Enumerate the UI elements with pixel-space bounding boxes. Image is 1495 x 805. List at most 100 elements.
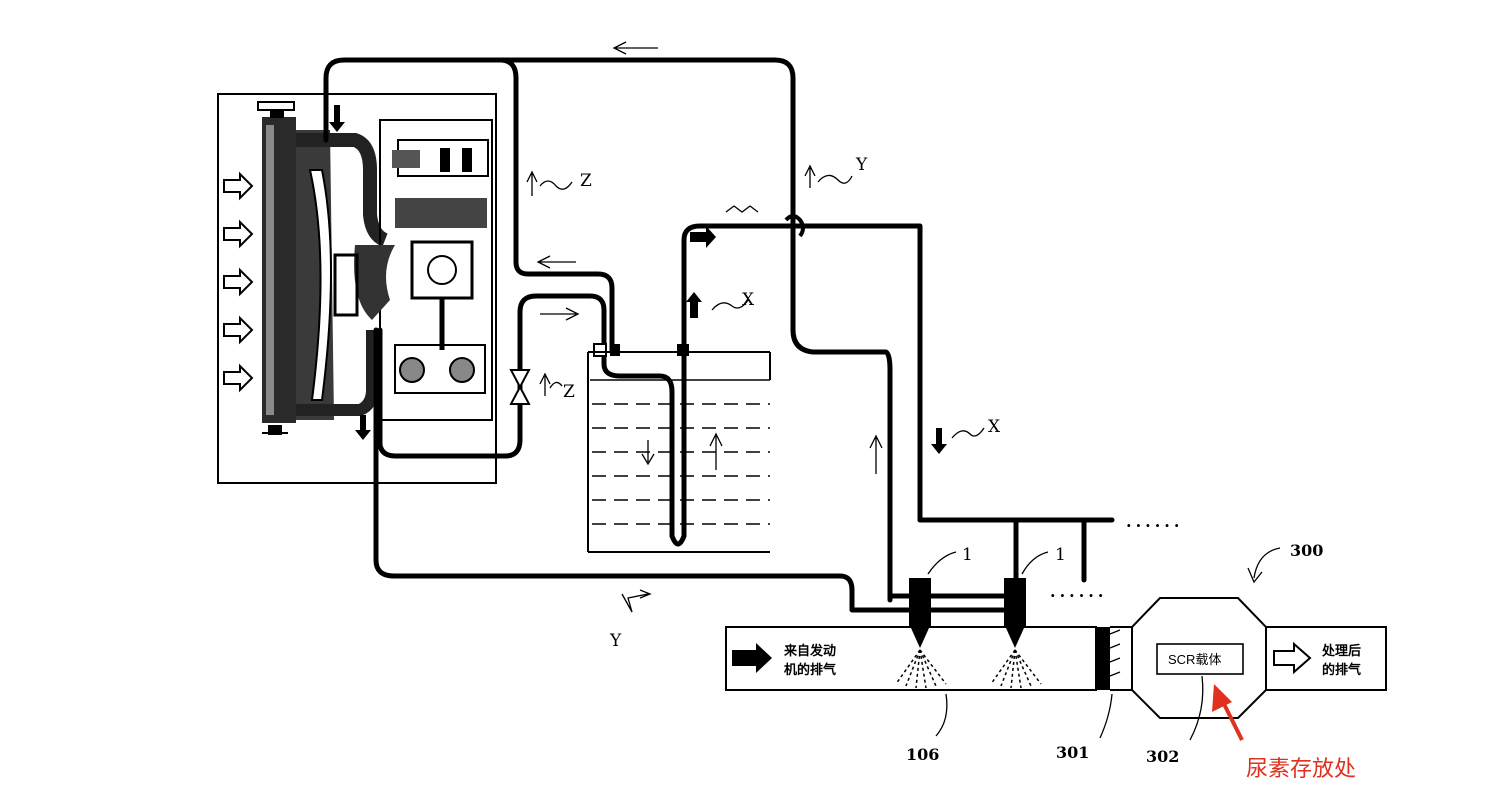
crankshaft-pulley (399, 357, 425, 383)
piston (427, 255, 457, 285)
pipe-joint (677, 344, 689, 356)
label-injector-1a: 1 (962, 545, 973, 565)
flow-right-arrow-icon (690, 226, 716, 248)
valve-spring-2 (462, 148, 472, 172)
label-ref-302: 302 (1146, 747, 1179, 766)
heat-wave-icon (951, 427, 985, 439)
scr-carrier-label: SCR载体 (1168, 652, 1221, 667)
cam-gear (392, 150, 420, 168)
heat-wave-icon (539, 372, 563, 396)
spray-icon (895, 649, 947, 689)
label-z-valve: Z (563, 382, 575, 402)
return-pipe-z (323, 57, 615, 353)
cylinder (410, 240, 474, 300)
warm-pipe-x (681, 223, 923, 523)
flow-right-arrow-icon (540, 307, 580, 321)
radiator-cap (257, 101, 295, 111)
supply-pipe-y (497, 57, 893, 603)
engine-radiator-assembly (217, 93, 497, 484)
label-y-right: Y (855, 155, 868, 175)
heat-wave-icon (526, 170, 573, 196)
ellipsis-bottom: ...... (1050, 582, 1107, 601)
spray-icon (990, 649, 1042, 689)
air-arrow-icon (223, 363, 254, 393)
heat-wave-icon (725, 205, 759, 213)
u-tube-heat-exchanger (601, 347, 687, 547)
label-y-bottom: Y (609, 631, 622, 651)
water-pump (354, 245, 395, 320)
leader-line (1021, 551, 1049, 575)
leader-line (927, 551, 957, 575)
engine-frame (217, 93, 497, 484)
flow-arrows (536, 41, 947, 474)
heat-wave-icon (621, 589, 652, 613)
exhaust-system (725, 547, 1387, 741)
liquid-hatching (592, 403, 770, 525)
urea-tank (587, 351, 771, 553)
flow-up-arrow-icon (709, 432, 723, 470)
radiator-neck (270, 110, 284, 118)
crankshaft-weight (449, 357, 475, 383)
urea-injector-1 (895, 578, 947, 689)
control-valve (509, 369, 531, 405)
label-injector-1b: 1 (1055, 545, 1066, 565)
label-x-mid: X (742, 290, 755, 310)
pipe-crossover (784, 214, 805, 238)
radiator-fins (266, 125, 274, 415)
exhaust-outlet-label-2: 的排气 (1322, 662, 1361, 678)
label-ref-300: 300 (1290, 541, 1323, 560)
leader-line (1247, 547, 1281, 584)
injector-body (1004, 578, 1026, 628)
valve-spring-1 (440, 148, 450, 172)
drain-plug (268, 425, 282, 435)
valve-icon (509, 369, 531, 405)
heat-symbols (526, 164, 985, 613)
flow-down-arrow-icon (329, 105, 345, 132)
mixer-301 (1096, 627, 1110, 690)
air-arrow-icon (223, 267, 254, 297)
scr-carrier-302 (1156, 643, 1244, 675)
air-arrow-icon (223, 315, 254, 345)
exhaust-out-arrow-icon (1273, 641, 1312, 675)
outlet-pipe (1265, 626, 1387, 691)
flow-left-arrow-icon (612, 41, 658, 55)
label-ref-106: 106 (906, 745, 939, 764)
flow-up-arrow-icon (869, 434, 883, 474)
mixer-fins (1109, 629, 1121, 677)
injector-nozzle (911, 628, 929, 648)
heat-wave-icon (804, 164, 853, 188)
leader-line (935, 693, 948, 737)
flow-up-arrow-icon (686, 292, 702, 318)
exhaust-in-arrow-icon (732, 643, 772, 673)
exhaust-pipe-106 (725, 626, 1097, 691)
flow-down-arrow-icon (355, 415, 371, 440)
cylinder-head (395, 198, 487, 228)
red-arrow-head (1212, 684, 1232, 712)
pipe-joint (593, 343, 607, 357)
pipe-joint (610, 344, 620, 356)
urea-injector-2 (990, 578, 1042, 689)
ellipsis-top: ...... (1126, 512, 1183, 531)
urea-storage-annotation: 尿素存放处 (1246, 757, 1356, 782)
fan-blade (308, 169, 332, 401)
injector-nozzle (1006, 628, 1024, 648)
injector-body (909, 578, 931, 628)
crankcase (394, 344, 486, 394)
pump-pulley (333, 253, 359, 317)
leader-line (1189, 675, 1204, 741)
flow-down-arrow-icon (931, 428, 947, 454)
red-arrow-icon (1220, 699, 1244, 741)
exhaust-outlet-label-1: 处理后 (1321, 643, 1361, 659)
flow-down-arrow-icon (641, 440, 655, 466)
upper-hose (296, 133, 389, 247)
urea-storage-annotation-arrow (1212, 684, 1244, 741)
label-ref-301: 301 (1056, 743, 1089, 762)
air-arrow-icon (223, 171, 254, 201)
exhaust-inlet-label-2: 机的排气 (784, 662, 836, 678)
flow-left-arrow-icon (536, 255, 576, 269)
heat-wave-icon (711, 299, 749, 311)
leader-line (1099, 693, 1113, 739)
air-arrow-icon (223, 219, 254, 249)
